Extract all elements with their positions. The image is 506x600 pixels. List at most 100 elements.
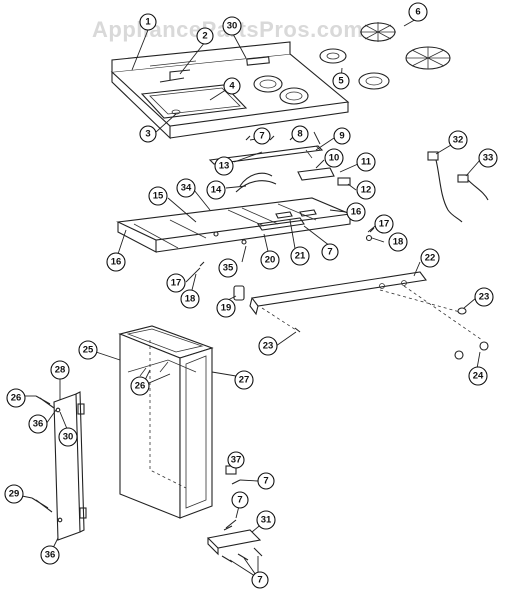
svg-text:18: 18 [185,294,196,305]
svg-text:4: 4 [229,81,235,92]
callout-14: 14 [206,180,226,200]
svg-text:24: 24 [473,371,484,382]
callout-18-left: 18 [180,289,200,309]
callout-2: 2 [196,27,214,45]
burner-grate-lower [405,46,451,70]
callout-7-bracket-a: 7 [257,472,275,490]
callout-13: 13 [214,156,234,176]
burner-grate-upper [360,22,396,42]
callout-26-cabinet: 26 [130,376,150,396]
callout-17-right: 17 [374,214,394,234]
svg-text:1: 1 [145,17,151,28]
callout-31: 31 [256,510,276,530]
callout-36-upper: 36 [28,414,48,434]
callout-16-left: 16 [106,252,126,272]
svg-text:21: 21 [295,251,306,262]
callout-12: 12 [356,180,376,200]
svg-text:34: 34 [181,183,192,194]
svg-text:32: 32 [453,135,464,146]
svg-text:17: 17 [171,278,182,289]
callout-11: 11 [356,152,376,172]
callout-26-panel: 26 [6,388,26,408]
support-rail [249,271,489,360]
callout-4: 4 [223,77,241,95]
svg-text:17: 17 [379,219,390,230]
cabinet-body [118,325,214,519]
svg-text:15: 15 [153,191,164,202]
callout-7-bracket-c: 7 [251,571,269,589]
svg-text:3: 3 [145,129,150,140]
svg-text:26: 26 [135,381,146,392]
svg-text:13: 13 [219,161,230,172]
svg-text:35: 35 [223,263,234,274]
svg-text:14: 14 [211,185,222,196]
callout-30: 30 [222,16,242,36]
svg-text:11: 11 [361,157,372,168]
callout-18-right: 18 [388,232,408,252]
svg-text:16: 16 [351,207,362,218]
svg-text:10: 10 [329,153,340,164]
callout-5: 5 [332,72,350,90]
callout-1: 1 [139,13,157,31]
callout-36-lower: 36 [40,545,60,565]
svg-text:25: 25 [83,345,94,356]
callout-6: 6 [408,2,428,22]
callout-20: 20 [260,250,280,270]
lower-bracket-parts [206,465,263,563]
svg-text:30: 30 [227,21,238,32]
callout-24: 24 [468,366,488,386]
callout-28: 28 [50,360,70,380]
callout-23-left: 23 [258,336,278,356]
svg-text:6: 6 [415,7,420,18]
svg-text:18: 18 [393,237,404,248]
callout-15: 15 [148,186,168,206]
callouts: 1 2 30 4 3 5 6 7 8 9 10 11 12 13 14 15 3… [4,2,498,589]
svg-text:36: 36 [33,419,44,430]
svg-text:37: 37 [231,455,242,466]
svg-text:7: 7 [237,495,242,506]
svg-text:2: 2 [202,31,207,42]
callout-27: 27 [234,370,254,390]
svg-text:28: 28 [55,365,66,376]
svg-text:23: 23 [263,341,274,352]
callout-23-right: 23 [474,287,494,307]
svg-text:27: 27 [239,375,250,386]
svg-text:7: 7 [259,131,264,142]
callout-33: 33 [478,148,498,168]
callout-9: 9 [333,127,351,145]
igniter-wire [427,151,489,223]
callout-7-tray: 7 [321,243,339,261]
svg-text:8: 8 [297,129,302,140]
svg-text:22: 22 [425,253,436,264]
svg-text:7: 7 [327,247,332,258]
svg-text:26: 26 [11,393,22,404]
svg-text:12: 12 [361,185,372,196]
callout-10: 10 [324,148,344,168]
side-panel [31,391,87,541]
callout-3: 3 [139,125,157,143]
callout-32: 32 [448,130,468,150]
callout-35: 35 [218,258,238,278]
svg-text:30: 30 [63,432,74,443]
callout-19: 19 [216,298,236,318]
callout-22: 22 [420,248,440,268]
svg-text:36: 36 [45,550,56,561]
svg-text:20: 20 [265,255,276,266]
callout-21: 21 [290,246,310,266]
callout-17-left: 17 [166,273,186,293]
callout-8: 8 [291,125,309,143]
svg-text:16: 16 [111,257,122,268]
callout-34: 34 [176,178,196,198]
svg-text:31: 31 [261,515,272,526]
callout-29: 29 [4,484,24,504]
svg-text:23: 23 [479,292,490,303]
svg-text:19: 19 [221,303,232,314]
svg-text:9: 9 [339,131,344,142]
svg-text:7: 7 [263,476,268,487]
svg-text:7: 7 [257,575,262,586]
callout-7-bracket-b: 7 [231,491,249,509]
svg-text:33: 33 [483,153,494,164]
callout-37: 37 [227,451,245,469]
svg-text:5: 5 [338,76,344,87]
